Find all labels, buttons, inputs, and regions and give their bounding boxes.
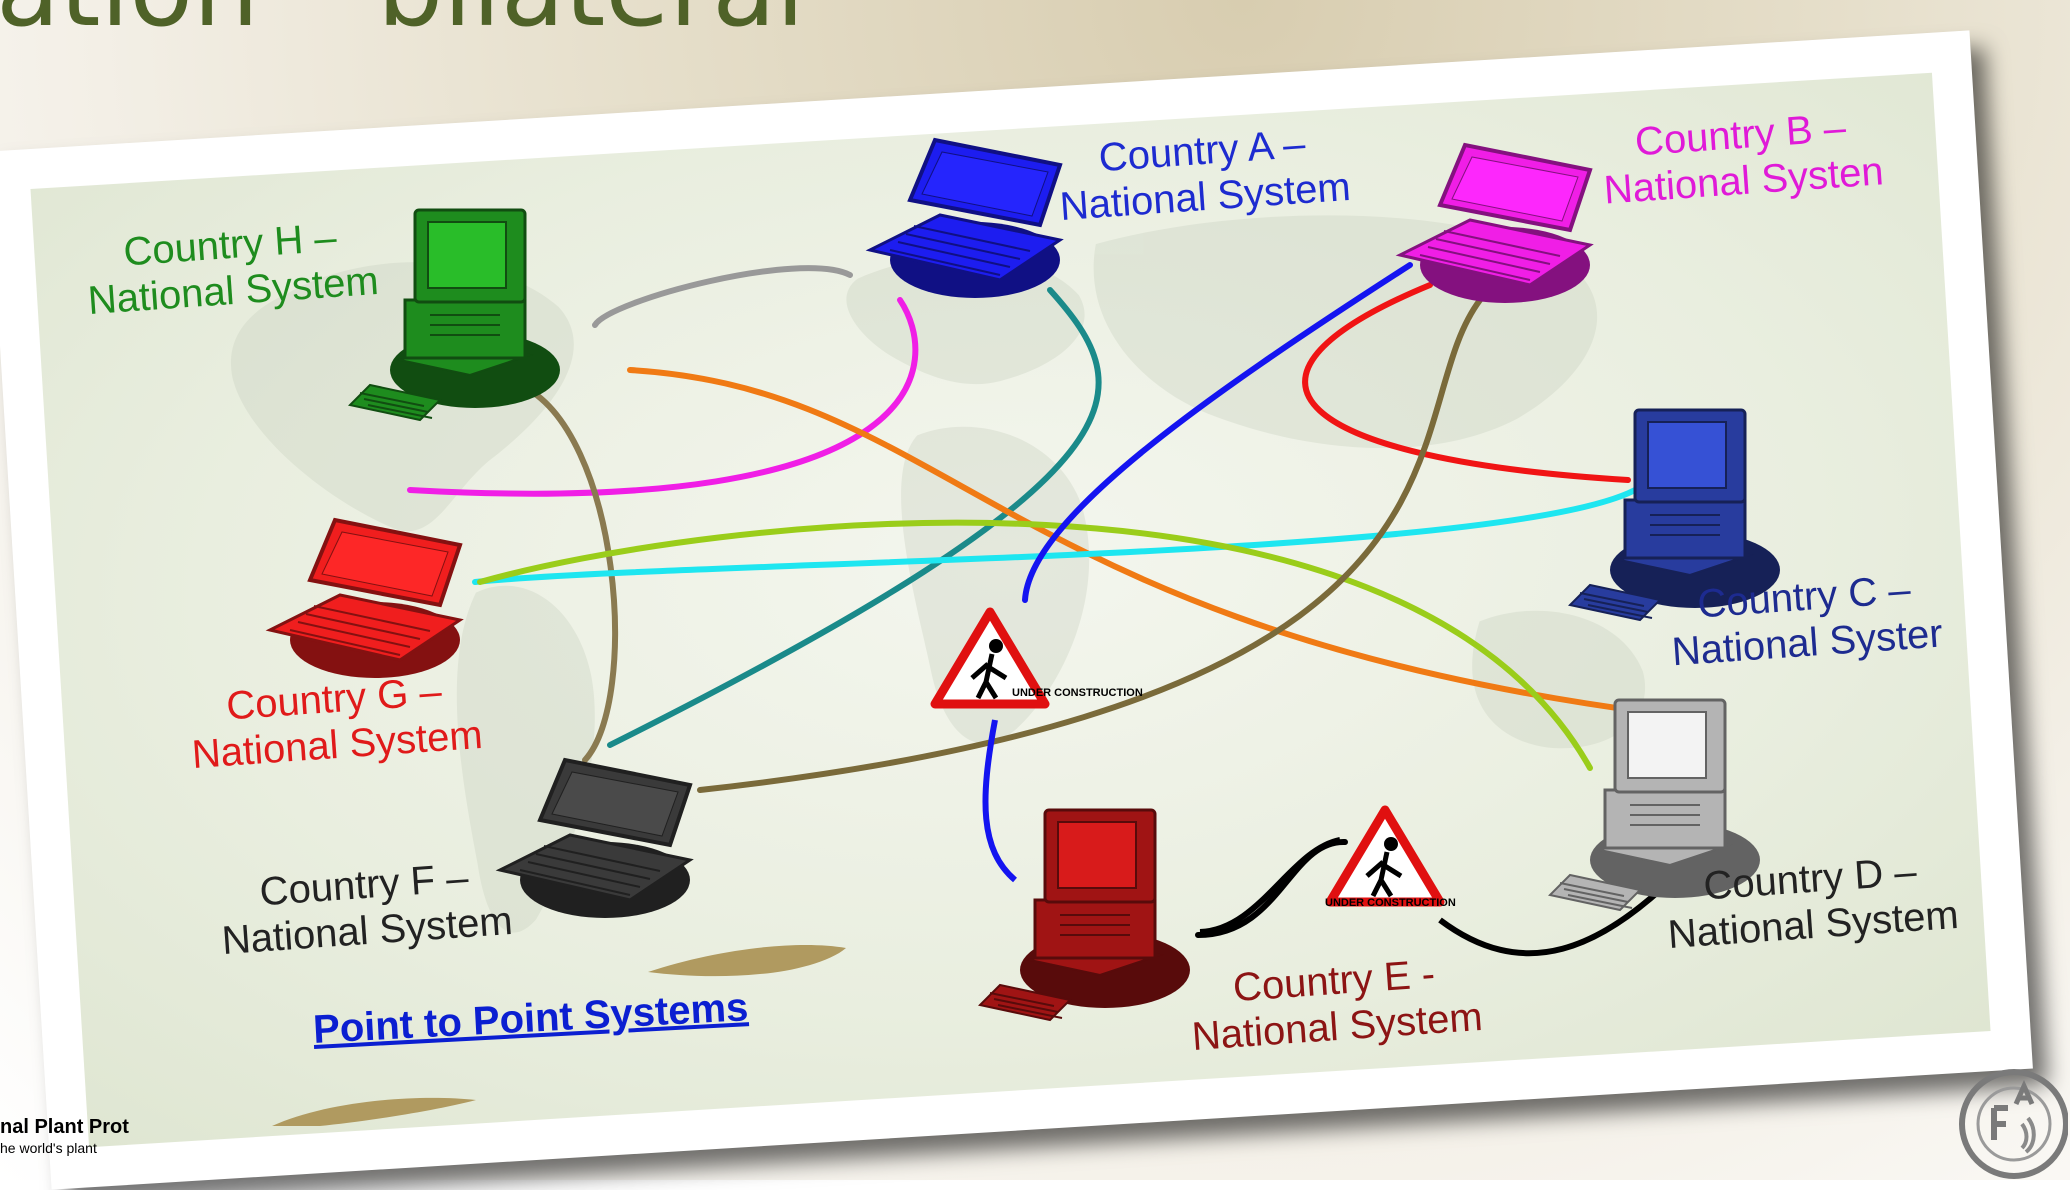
nodes-layer [265, 137, 1780, 1022]
link-a-g [407, 297, 919, 497]
decorative-swoosh [272, 1097, 476, 1126]
node-g-laptop-icon [265, 517, 464, 678]
node-a-laptop-icon [865, 137, 1064, 298]
link-g-d [477, 519, 1593, 771]
node-label-c: Country C –National Syster [1670, 567, 1945, 675]
node-e-desktop-icon [977, 808, 1190, 1022]
link-b-e-lower [982, 719, 1017, 883]
node-b-laptop-icon [1395, 142, 1594, 303]
link-h-d [627, 367, 1713, 723]
node-f-laptop-icon [495, 757, 694, 918]
decorative-swoosh [648, 945, 846, 977]
fao-logo [1959, 1069, 2068, 1179]
node-h-desktop-icon [347, 208, 560, 422]
link-b-e [1022, 262, 1413, 603]
link-h-f [517, 382, 619, 763]
link-g-c [472, 487, 1638, 585]
slide-title: ation – bilateral [0, 0, 805, 48]
links-layer [407, 262, 1713, 957]
under-construction-label: UNDER CONSTRUCTION [1012, 687, 1143, 699]
node-label-b: Country B –National Systen [1602, 105, 1885, 213]
under-construction-label: UNDER CONSTRUCTION [1325, 897, 1456, 909]
link-b-c [1302, 282, 1631, 483]
node-c-desktop-icon [1567, 408, 1780, 622]
link-a-f [607, 287, 1102, 748]
link-e-sign [1199, 837, 1341, 935]
footer-organization: nal Plant Prot [0, 1116, 129, 1138]
under-construction-sign: UNDER CONSTRUCTION [1325, 805, 1456, 909]
footer-tagline: he world's plant [0, 1140, 97, 1156]
link-b-f [697, 297, 1483, 793]
under-construction-sign: UNDER CONSTRUCTION [930, 607, 1143, 709]
node-d-desktop-icon [1547, 698, 1760, 912]
link-h-a [592, 265, 853, 328]
